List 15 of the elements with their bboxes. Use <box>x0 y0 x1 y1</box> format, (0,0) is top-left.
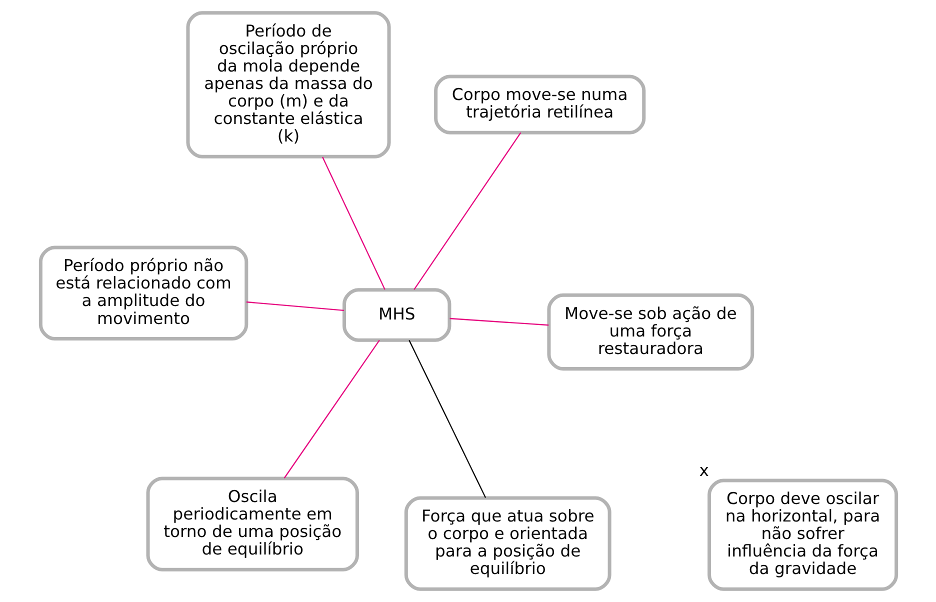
node-box: MHS <box>342 288 451 342</box>
node-label: x <box>698 461 708 480</box>
node-box: Corpo deve oscilar na horizontal, para não sofrer influência da força da gravidade <box>707 478 898 591</box>
connector <box>283 340 380 478</box>
node-box: Período de oscilação próprio da mola depende apenas da massa do corpo (m) e da constante elástica (k) <box>186 11 390 158</box>
connector <box>246 301 344 311</box>
node-box: Força que atua sobre o corpo e orientada para a posição de equilíbrio <box>404 496 611 591</box>
connector <box>322 156 385 290</box>
connector <box>449 318 548 326</box>
node-box: Oscila periodicamente em torno de uma posição de equilíbrio <box>146 476 358 572</box>
node-box: Período próprio não está relacionado com a amplitude do movimento <box>38 246 248 340</box>
connector <box>413 132 521 290</box>
node-box: Move-se sob ação de uma força restauradora <box>546 293 754 371</box>
node-box: Corpo move-se numa trajetória retilínea <box>434 74 646 134</box>
connector <box>408 340 486 498</box>
